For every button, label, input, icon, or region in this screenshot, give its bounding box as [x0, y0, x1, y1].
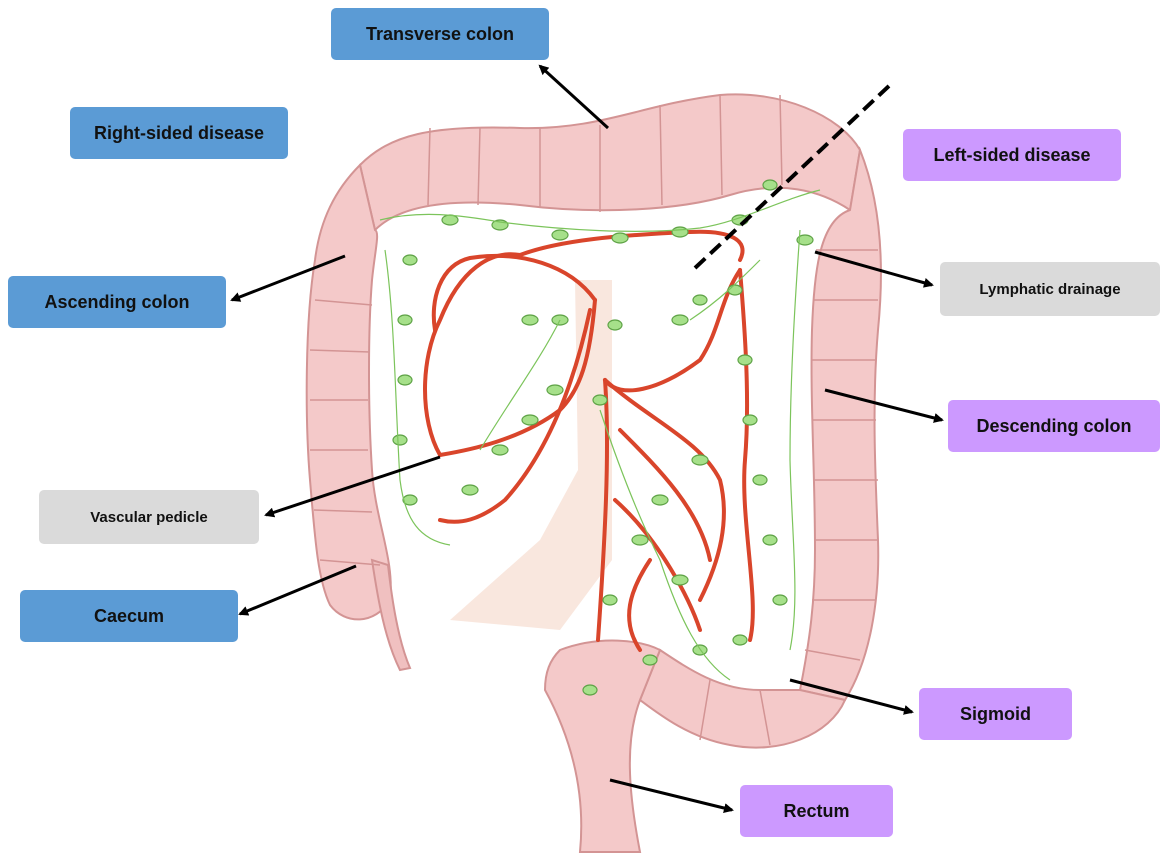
label-left-sided-disease: Left-sided disease — [903, 129, 1121, 181]
label-transverse-colon: Transverse colon — [331, 8, 549, 60]
arrow-transverse-colon — [540, 66, 608, 128]
label-caecum: Caecum — [20, 590, 238, 642]
transverse-colon-shape — [360, 94, 860, 230]
aorta — [450, 280, 612, 630]
descending-colon-shape — [800, 150, 881, 700]
label-ascending-colon: Ascending colon — [8, 276, 226, 328]
label-sigmoid: Sigmoid — [919, 688, 1072, 740]
rectum-shape — [545, 641, 660, 852]
label-vascular-pedicle: Vascular pedicle — [39, 490, 259, 544]
label-lymphatic-drainage: Lymphatic drainage — [940, 262, 1160, 316]
label-rectum: Rectum — [740, 785, 893, 837]
ascending-colon-shape — [307, 165, 391, 619]
label-right-sided-disease: Right-sided disease — [70, 107, 288, 159]
label-descending-colon: Descending colon — [948, 400, 1160, 452]
